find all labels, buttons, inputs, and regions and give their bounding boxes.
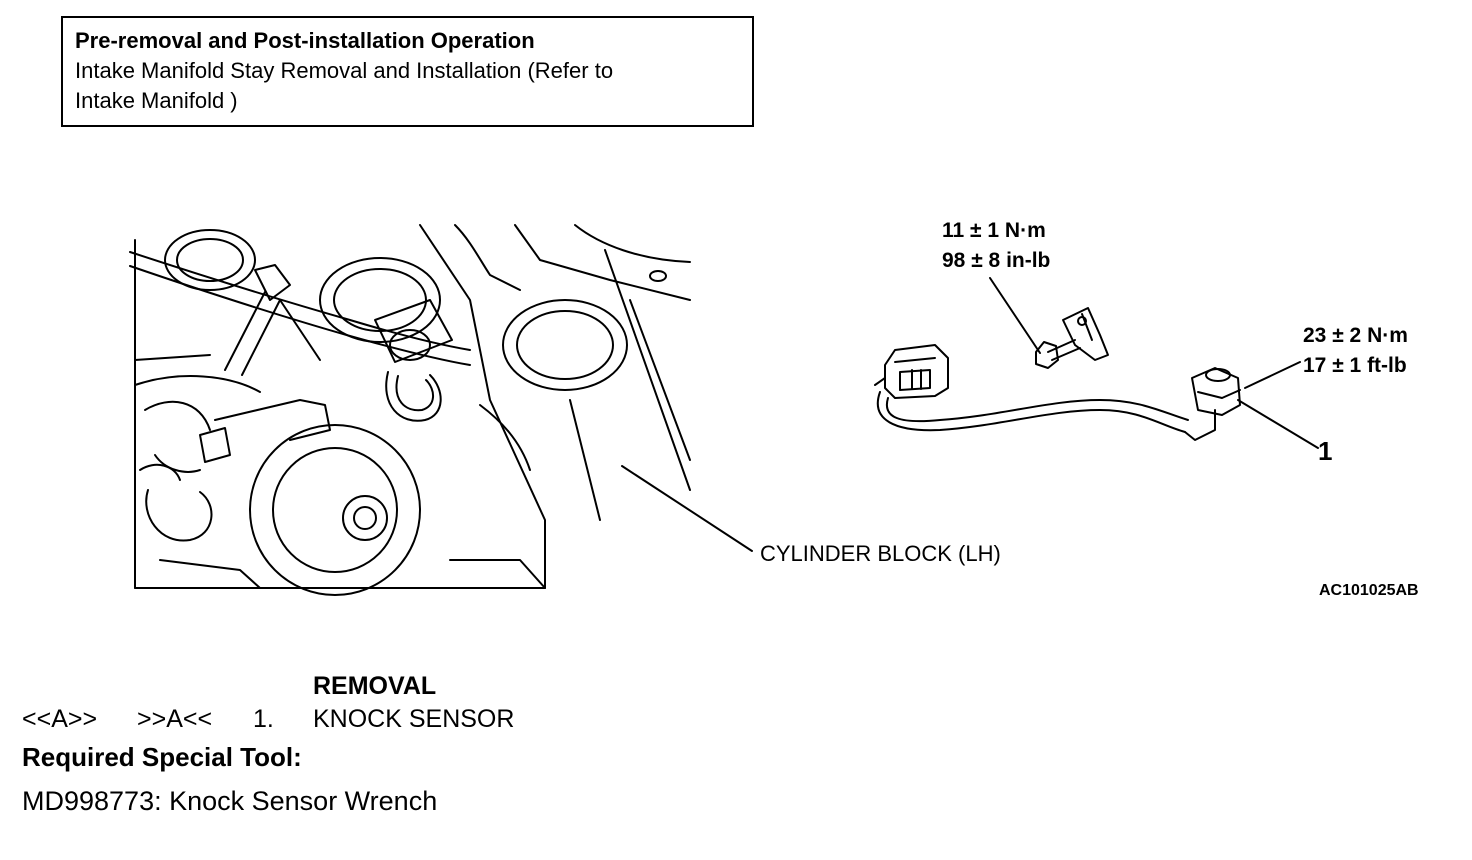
bolt-torque-nm: 11 ± 1 N·m <box>942 219 1046 242</box>
removal-ref: <<A>> <box>22 705 98 733</box>
sensor-assembly-drawing <box>874 307 1241 441</box>
cylinder-block-label: CYLINDER BLOCK (LH) <box>760 541 1001 566</box>
bolt-torque-label: 11 ± 1 N·m 98 ± 8 in-lb <box>942 216 1050 276</box>
pre-removal-line-1: Intake Manifold Stay Removal and Install… <box>75 58 614 83</box>
bolt-torque-leader <box>989 277 1041 354</box>
sensor-torque-imperial: 17 ± 1 ft-lb <box>1303 354 1407 377</box>
bolt-torque-imperial: 98 ± 8 in-lb <box>942 249 1051 272</box>
sensor-torque-leader <box>1244 361 1301 389</box>
install-ref: >>A<< <box>137 705 213 733</box>
special-tool-name: MD998773: Knock Sensor Wrench <box>22 786 438 816</box>
callout-1-leader <box>1237 399 1319 449</box>
callout-number: 1 <box>1318 436 1333 466</box>
special-tool-heading: Required Special Tool: <box>22 742 302 772</box>
pre-removal-box: Pre-removal and Post-installation Operat… <box>61 16 754 127</box>
cylinder-leader-line <box>621 465 753 552</box>
sensor-torque-label: 23 ± 2 N·m 17 ± 1 ft-lb <box>1303 321 1408 381</box>
pre-removal-title: Pre-removal and Post-installation Operat… <box>75 28 535 53</box>
removal-heading: REMOVAL <box>313 672 437 700</box>
pre-removal-line-2: Intake Manifold ) <box>75 88 238 113</box>
item-number: 1. <box>253 705 274 733</box>
item-name: KNOCK SENSOR <box>313 705 515 733</box>
sensor-torque-nm: 23 ± 2 N·m <box>1303 324 1408 347</box>
figure-code: AC101025AB <box>1319 582 1419 599</box>
engine-view-drawing <box>129 224 691 596</box>
